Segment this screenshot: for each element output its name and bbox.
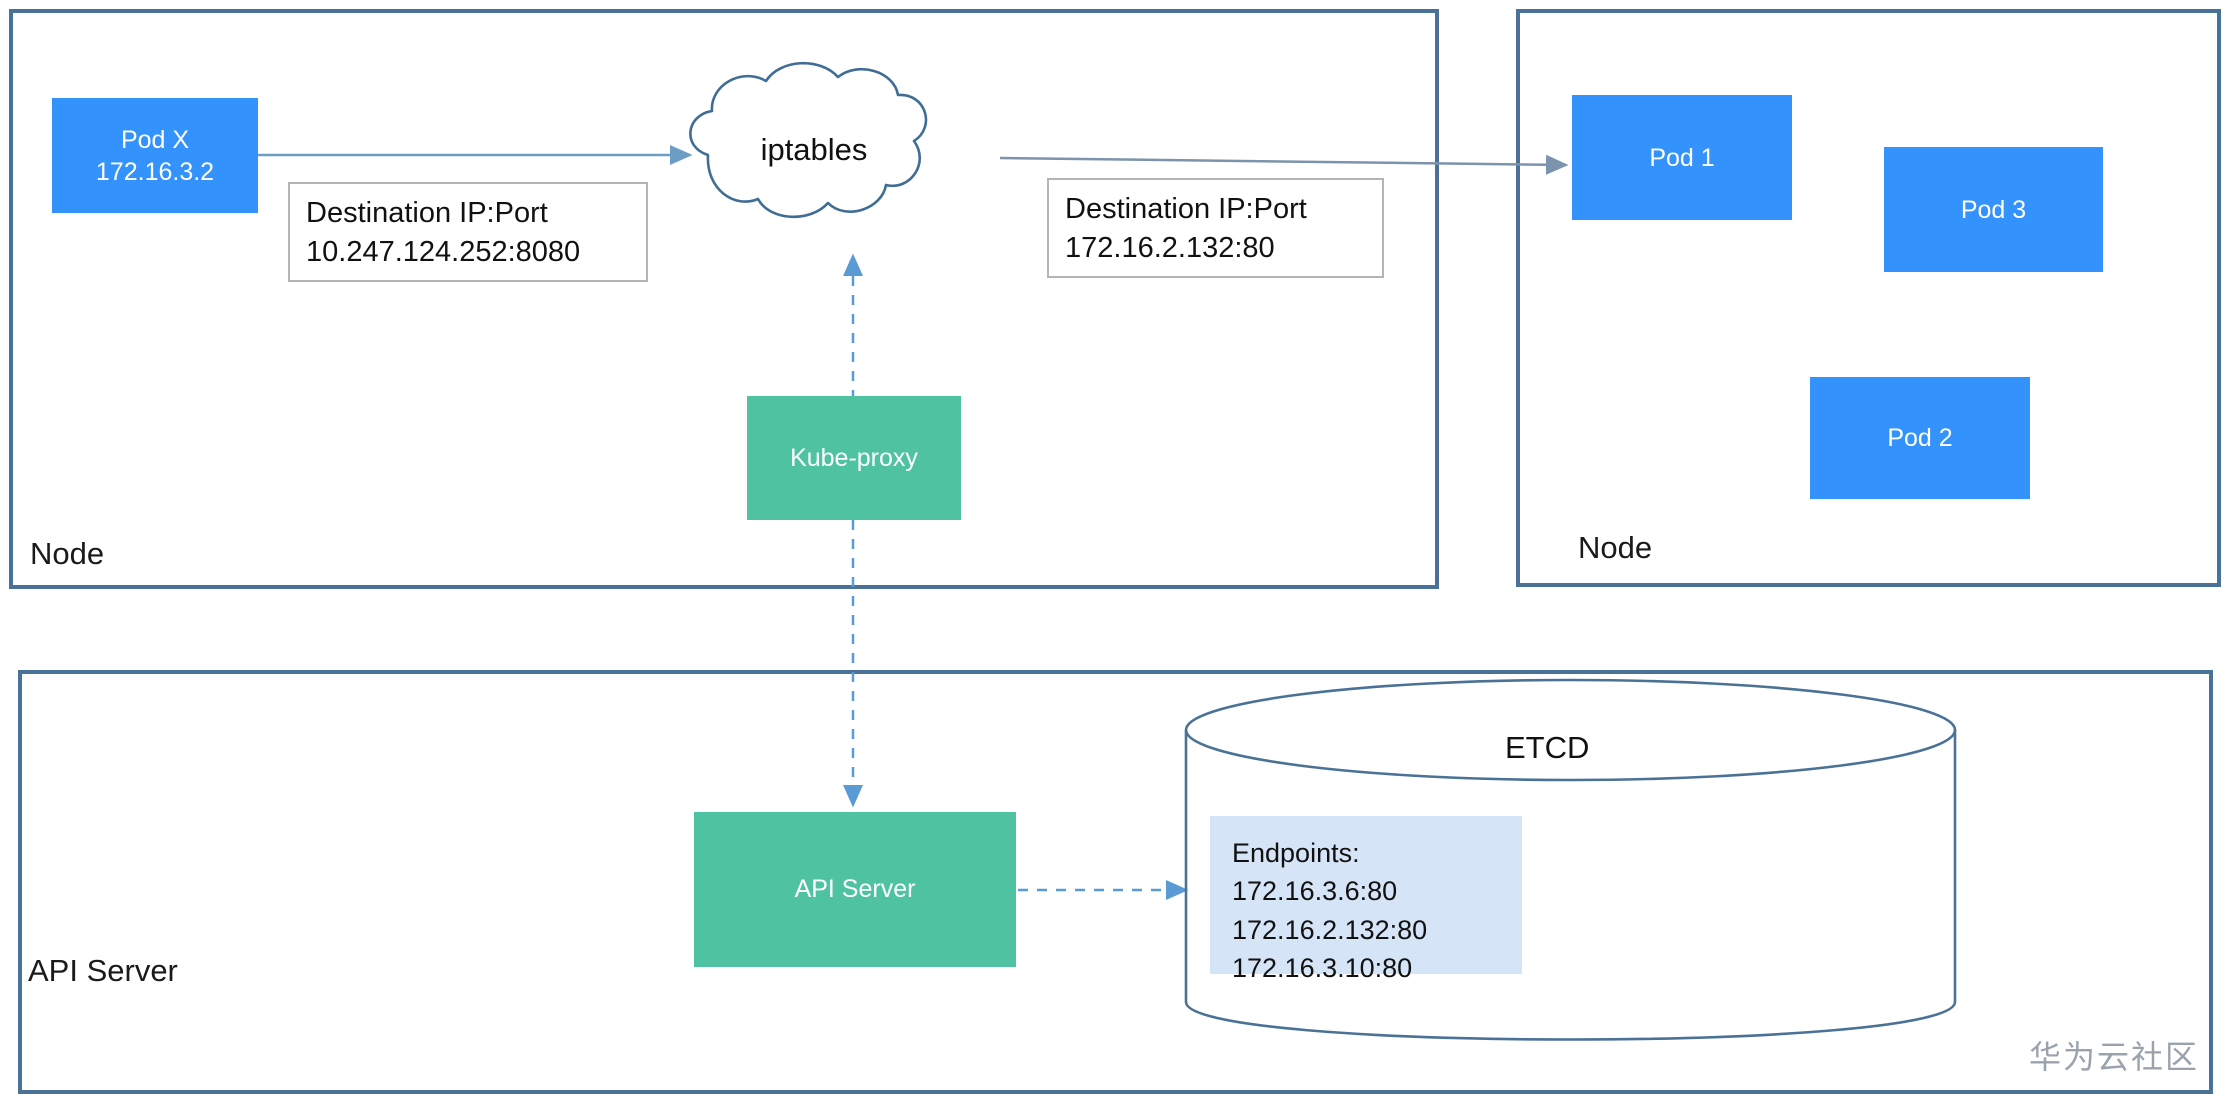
kube-proxy-label: Kube-proxy xyxy=(790,443,918,472)
frame-api-server-label: API Server xyxy=(28,953,178,988)
pod-1-box[interactable]: Pod 1 xyxy=(1572,95,1792,220)
frame-node-left-label: Node xyxy=(30,536,105,571)
frame-api-server xyxy=(18,670,2213,1094)
watermark-text: 华为云社区 xyxy=(2029,1039,2200,1075)
callout-ingress-line1: Destination IP:Port xyxy=(306,197,548,229)
pod-3-box[interactable]: Pod 3 xyxy=(1884,147,2103,272)
pod-x-box[interactable]: Pod X 172.16.3.2 xyxy=(52,98,258,213)
pod-1-name: Pod 1 xyxy=(1649,143,1715,172)
etcd-endpoints-box: Endpoints: 172.16.3.6:80 172.16.2.132:80… xyxy=(1210,816,1522,983)
callout-ingress-line2: 10.247.124.252:8080 xyxy=(306,235,581,268)
endpoint-item-2: 172.16.2.132:80 xyxy=(1232,914,1428,945)
pod-2-name: Pod 2 xyxy=(1887,424,1953,452)
callout-egress-line2: 172.16.2.132:80 xyxy=(1065,231,1275,264)
pod-x-ip: 172.16.3.2 xyxy=(95,157,215,186)
endpoints-title: Endpoints: xyxy=(1232,838,1360,868)
kube-proxy-box[interactable]: Kube-proxy xyxy=(747,396,961,520)
frame-node-right-label: Node xyxy=(1578,530,1653,565)
pod-2-box[interactable]: Pod 2 xyxy=(1810,377,2030,499)
pod-3-name: Pod 3 xyxy=(1960,195,2027,224)
callout-ingress-destination: Destination IP:Port 10.247.124.252:8080 xyxy=(288,182,648,282)
endpoint-item-3: 172.16.3.10:80 xyxy=(1232,952,1413,983)
etcd-label: ETCD xyxy=(1505,730,1590,765)
iptables-cloud-label: iptables xyxy=(760,132,868,167)
endpoint-item-1: 172.16.3.6:80 xyxy=(1232,876,1398,907)
frame-node-left xyxy=(9,9,1439,589)
callout-egress-destination: Destination IP:Port 172.16.2.132:80 xyxy=(1047,178,1384,278)
api-server-box[interactable]: API Server xyxy=(694,812,1016,967)
frame-node-right xyxy=(1516,9,2221,587)
api-server-box-label: API Server xyxy=(794,875,916,903)
pod-x-name: Pod X xyxy=(120,125,190,154)
callout-egress-line1: Destination IP:Port xyxy=(1065,193,1307,225)
